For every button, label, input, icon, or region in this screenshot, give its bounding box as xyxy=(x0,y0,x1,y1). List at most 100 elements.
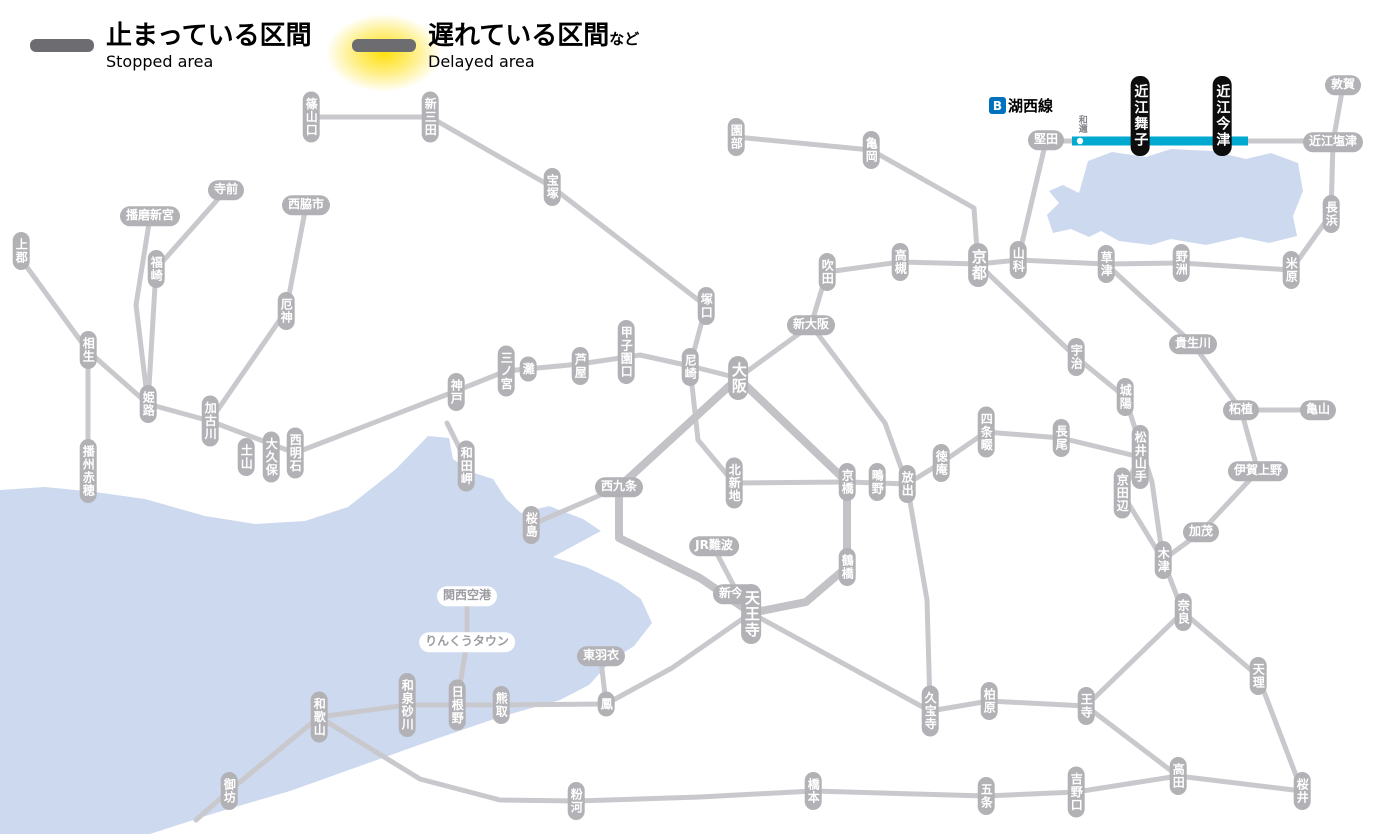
station-柘植: 柘植 xyxy=(1222,400,1260,420)
delayed-area-swatch xyxy=(352,39,416,52)
station-灘: 灘 xyxy=(519,356,537,382)
station-吉野口: 吉野口 xyxy=(1067,766,1085,818)
station-天理: 天理 xyxy=(1249,657,1267,695)
rail-manyo-mahoroba-line xyxy=(1175,609,1305,794)
legend-delayed-label-suffix: など xyxy=(609,30,640,48)
station-西脇市: 西脇市 xyxy=(281,195,331,215)
station-上郡: 上郡 xyxy=(12,232,30,270)
delayed-area-glow xyxy=(326,14,442,92)
station-山科: 山科 xyxy=(1009,241,1027,279)
legend-stopped-label-en: Stopped area xyxy=(106,51,214,71)
station-尼崎: 尼崎 xyxy=(681,348,699,386)
water-osaka-bay xyxy=(0,436,652,834)
station-厄神: 厄神 xyxy=(277,292,295,330)
station-近江舞子: 近江舞子 xyxy=(1130,76,1150,156)
legend-stopped: 止まっている区間 Stopped area xyxy=(30,21,312,71)
station-塚口: 塚口 xyxy=(697,287,715,325)
station-西明石: 西明石 xyxy=(286,427,304,479)
station-五条: 五条 xyxy=(977,777,995,815)
station-吹田: 吹田 xyxy=(818,253,836,291)
station-和田岬: 和田岬 xyxy=(457,440,475,492)
station-和泉砂川: 和泉砂川 xyxy=(398,673,416,737)
station-四条畷: 四条畷 xyxy=(977,406,995,458)
rail-sagano-line xyxy=(733,134,981,267)
station-堅田: 堅田 xyxy=(1027,130,1065,150)
station-日根野: 日根野 xyxy=(448,679,466,731)
station-高田: 高田 xyxy=(1169,757,1187,795)
station-和歌山: 和歌山 xyxy=(310,691,328,743)
station-京田辺: 京田辺 xyxy=(1113,467,1131,519)
station-亀岡: 亀岡 xyxy=(862,131,880,169)
station-寺前: 寺前 xyxy=(207,180,245,200)
line-name: 湖西線 xyxy=(1008,97,1054,115)
station-和邇: 和邇 xyxy=(1075,115,1087,133)
station-大阪: 大阪 xyxy=(728,356,748,400)
station-相生: 相生 xyxy=(79,331,97,369)
legend-delayed-text: 遅れている区間など Delayed area xyxy=(428,21,640,70)
station-篠山口: 篠山口 xyxy=(302,91,320,143)
station-JR難波: JR難波 xyxy=(689,536,739,556)
station-天王寺: 天王寺 xyxy=(741,584,761,644)
station-宇治: 宇治 xyxy=(1067,338,1085,376)
station-木津: 木津 xyxy=(1154,541,1172,579)
station-関西空港: 関西空港 xyxy=(436,586,498,606)
station-甲子園口: 甲子園口 xyxy=(617,320,635,384)
legend-stopped-label-ja: 止まっている区間 xyxy=(106,21,312,51)
station-京都: 京都 xyxy=(968,243,988,287)
station-長浜: 長浜 xyxy=(1322,195,1340,233)
station-御坊: 御坊 xyxy=(220,772,238,810)
station-西九条: 西九条 xyxy=(594,477,644,497)
station-新大阪: 新大阪 xyxy=(786,315,836,335)
station-三ノ宮: 三ノ宮 xyxy=(497,345,515,397)
station-長尾: 長尾 xyxy=(1052,419,1070,457)
station-近江今津: 近江今津 xyxy=(1212,76,1232,156)
station-宝塚: 宝塚 xyxy=(543,168,561,206)
line-badge: B xyxy=(989,97,1006,114)
station-近江塩津: 近江塩津 xyxy=(1302,132,1364,152)
legend-delayed-label-ja: 遅れている区間など xyxy=(428,21,640,51)
station-土山: 土山 xyxy=(237,438,255,476)
station-園部: 園部 xyxy=(727,118,745,156)
station-橋本: 橋本 xyxy=(804,772,822,810)
station-伊賀上野: 伊賀上野 xyxy=(1227,461,1289,481)
station-野洲: 野洲 xyxy=(1172,244,1190,282)
rail-oji-takada-link xyxy=(1083,703,1181,779)
station-城陽: 城陽 xyxy=(1116,378,1134,416)
station-鳳: 鳳 xyxy=(597,691,615,717)
station-桜井: 桜井 xyxy=(1293,772,1311,810)
station-神戸: 神戸 xyxy=(447,373,465,411)
station-大久保: 大久保 xyxy=(262,431,280,483)
station-徳庵: 徳庵 xyxy=(932,444,950,482)
station-粉河: 粉河 xyxy=(567,782,585,820)
station-新三田: 新三田 xyxy=(421,91,439,143)
station-桜島: 桜島 xyxy=(522,506,540,544)
stopped-area-swatch xyxy=(30,39,94,52)
wani-station-dot xyxy=(1076,137,1084,145)
station-福崎: 福崎 xyxy=(147,250,165,288)
legend-stopped-text: 止まっている区間 Stopped area xyxy=(106,21,312,71)
rail-wakayama-line xyxy=(316,714,1181,804)
kosei-line-label: B 湖西線 xyxy=(986,94,1057,117)
station-王寺: 王寺 xyxy=(1077,687,1095,725)
station-高槻: 高槻 xyxy=(891,243,909,281)
station-熊取: 熊取 xyxy=(492,686,510,724)
station-りんくうタウン: りんくうタウン xyxy=(419,632,515,652)
station-姫路: 姫路 xyxy=(139,385,157,423)
station-北新地: 北新地 xyxy=(725,457,743,509)
rail-kansai-line-west xyxy=(1160,407,1261,563)
legend-delayed: 遅れている区間など Delayed area xyxy=(326,14,640,92)
rail-tozai-line xyxy=(687,364,850,486)
station-米原: 米原 xyxy=(1282,251,1300,289)
station-敦賀: 敦賀 xyxy=(1324,75,1362,95)
station-亀山: 亀山 xyxy=(1299,400,1337,420)
station-松井山手: 松井山手 xyxy=(1131,425,1149,489)
station-鴫野: 鴫野 xyxy=(868,463,886,501)
water-lake-biwa xyxy=(1047,149,1303,245)
station-京橋: 京橋 xyxy=(838,463,856,501)
station-加古川: 加古川 xyxy=(201,395,219,447)
station-奈良: 奈良 xyxy=(1174,593,1192,631)
rail-kishin-line xyxy=(133,214,153,407)
station-播州赤穂: 播州赤穂 xyxy=(79,439,97,503)
